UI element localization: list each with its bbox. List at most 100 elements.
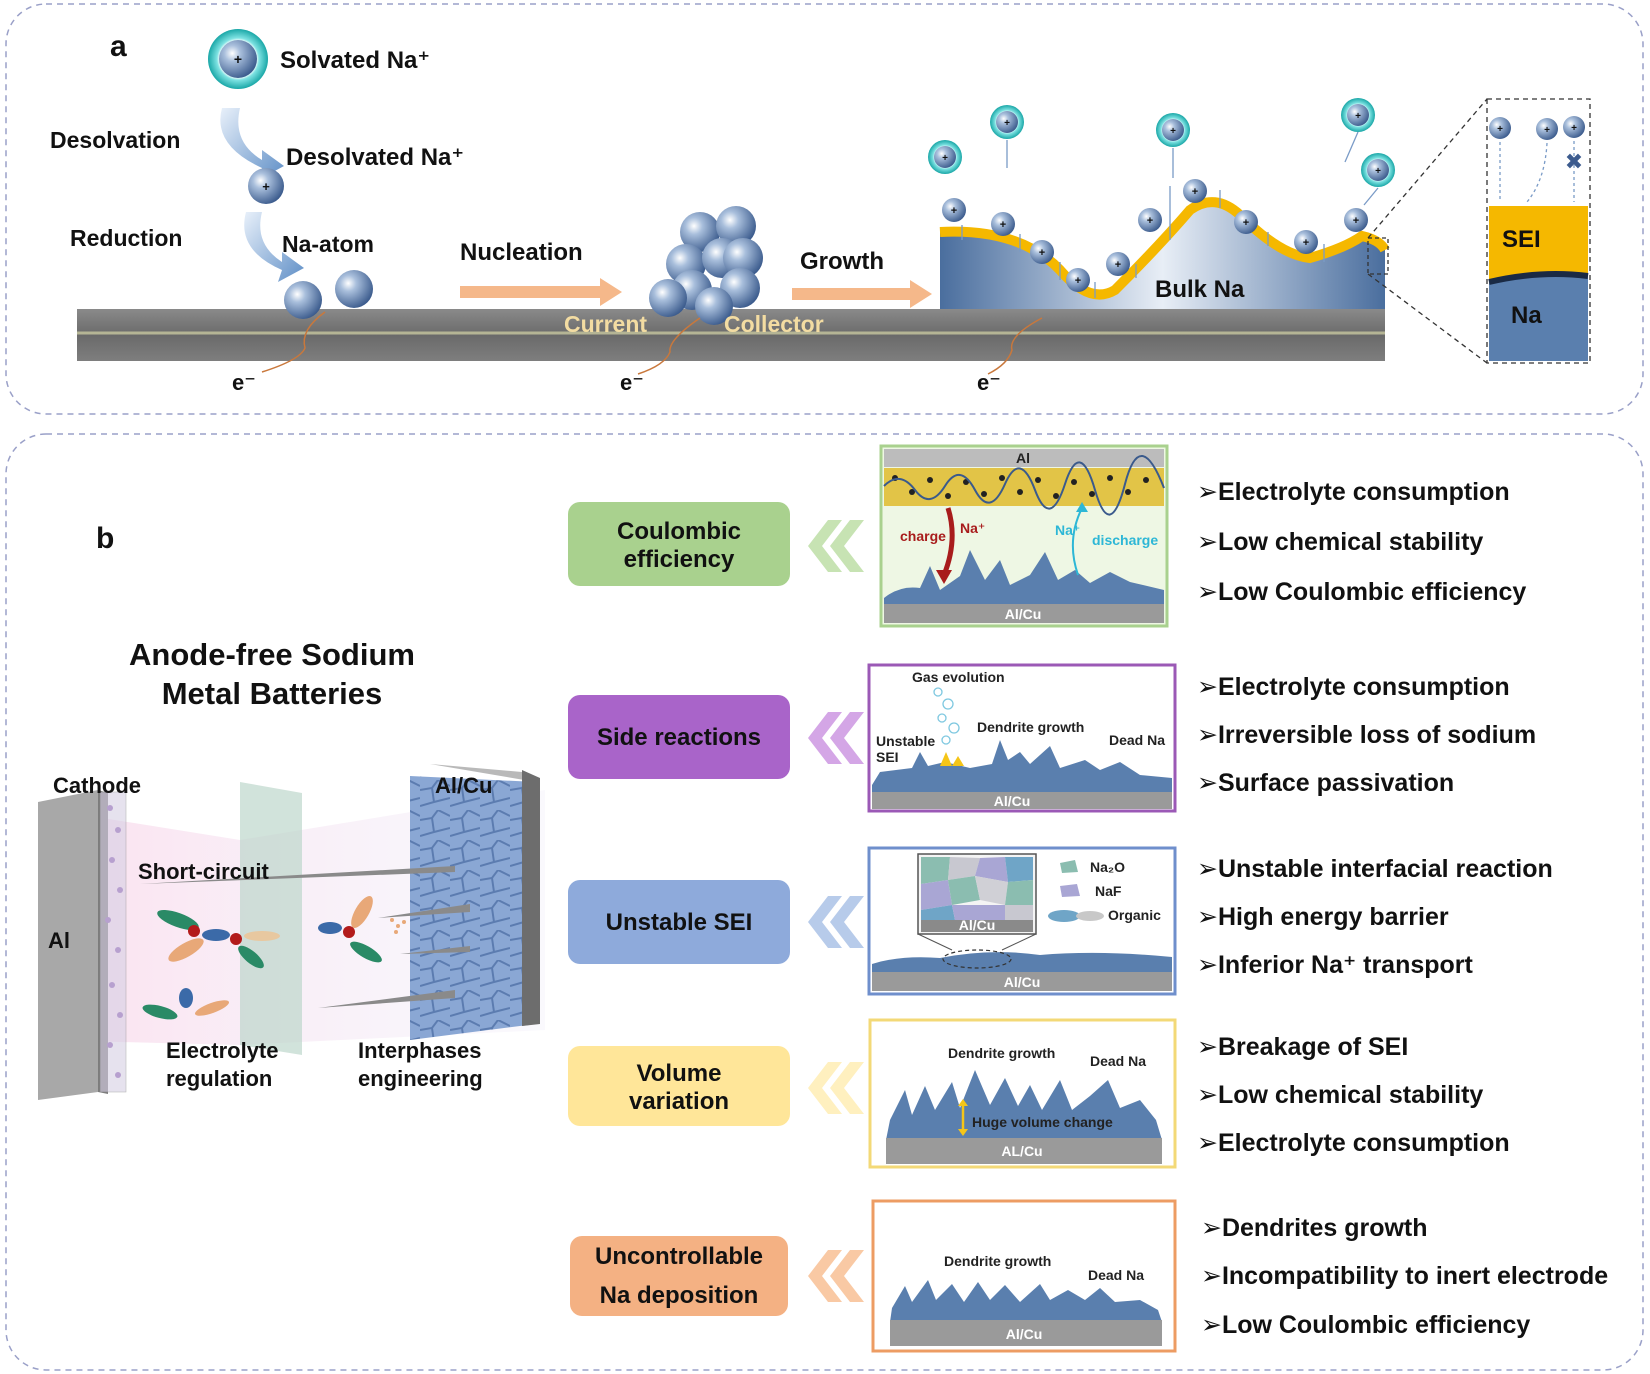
inset-bottom-label: Al/Cu (1006, 1326, 1043, 1342)
reduction-arrow (244, 212, 304, 282)
bullet-uncontrollable-3: ➢Low Coulombic efficiency (1201, 1311, 1530, 1339)
inset-bottom-label: Al/Cu (994, 793, 1031, 809)
inset-naplus-discharge-label: Na⁺ (1055, 522, 1080, 538)
growth-label: Growth (800, 248, 884, 275)
svg-text:+: + (1192, 186, 1198, 198)
collector-label: Collector (724, 311, 824, 337)
inset-bottom-label: Al/Cu (1005, 606, 1042, 622)
svg-text:+: + (1303, 237, 1309, 249)
nucleation-label: Nucleation (460, 239, 583, 266)
label-volume-2: variation (629, 1088, 729, 1115)
chevron-left-icon (808, 1062, 864, 1114)
alcu-label: Al/Cu (435, 773, 492, 798)
svg-text:+: + (942, 153, 948, 164)
panel-a-frame (5, 3, 1644, 415)
electrolyte-label-1: Electrolyte (166, 1038, 279, 1063)
zoom-inset: SEI Na + + + ✖ (1486, 98, 1591, 364)
solvated-ion: + (208, 29, 268, 89)
growth-arrow (792, 280, 932, 308)
bulk-na (940, 202, 1385, 309)
chevron-left-icon (808, 1250, 864, 1302)
svg-text:+: + (262, 179, 270, 194)
bullet-sei-3: ➢Inferior Na⁺ transport (1197, 951, 1474, 979)
inset-discharge-label: discharge (1092, 532, 1158, 548)
bullet-coulombic-3: ➢Low Coulombic efficiency (1197, 578, 1526, 606)
panel-b-title-2: Metal Batteries (162, 676, 383, 711)
inset-na2o-label: Na₂O (1090, 859, 1125, 875)
bullet-volume-3: ➢Electrolyte consumption (1197, 1129, 1510, 1157)
nucleation-arrow (460, 278, 622, 306)
ion-flux-lines (961, 131, 1379, 298)
reduction-label: Reduction (70, 225, 182, 251)
label-box-coulombic (568, 502, 790, 586)
inset-dendrite-label: Dendrite growth (944, 1253, 1051, 1269)
bulk-na-label: Bulk Na (1155, 276, 1245, 303)
bullet-sei-2: ➢High energy barrier (1197, 903, 1449, 931)
svg-text:+: + (1243, 217, 1249, 229)
row-volume-variation: Volume variation Dendrite growth Dead Na… (568, 1018, 1510, 1169)
inset-zoom-label: Al/Cu (959, 917, 996, 933)
label-side-reactions: Side reactions (597, 724, 761, 751)
inset-naf-label: NaF (1095, 883, 1122, 899)
label-coulombic-2: efficiency (624, 546, 735, 573)
svg-text:+: + (1004, 118, 1010, 129)
bullet-side-1: ➢Electrolyte consumption (1197, 673, 1510, 701)
sei-inset-label: SEI (1502, 226, 1541, 253)
electron-3: e⁻ (977, 370, 1001, 395)
inset-dead-na-label: Dead Na (1088, 1267, 1144, 1283)
electron-2: e⁻ (620, 370, 644, 395)
svg-text:+: + (1571, 123, 1577, 134)
svg-text:+: + (1000, 219, 1006, 231)
inset-top-label-al: Al (1016, 450, 1030, 466)
inset-dead-na-label: Dead Na (1109, 732, 1165, 748)
inset-organic-label: Organic (1108, 907, 1161, 923)
al-label: Al (48, 928, 70, 953)
electron-1: e⁻ (232, 370, 256, 395)
panel-b-title-1: Anode-free Sodium (129, 637, 415, 672)
current-collector (77, 309, 1385, 361)
bullet-uncontrollable-1: ➢Dendrites growth (1201, 1214, 1428, 1242)
bullet-side-2: ➢Irreversible loss of sodium (1197, 721, 1536, 749)
svg-text:+: + (951, 205, 957, 217)
bullet-coulombic-1: ➢Electrolyte consumption (1197, 478, 1510, 506)
desolvation-label: Desolvation (50, 127, 180, 153)
chevron-left-icon (808, 520, 864, 572)
svg-text:+: + (1353, 215, 1359, 227)
interphases-label-2: engineering (358, 1066, 483, 1091)
svg-text:+: + (234, 51, 242, 67)
inset-bottom-label: Al/Cu (1004, 974, 1041, 990)
electron-path-1 (261, 311, 326, 373)
inset-naplus-label: Na⁺ (960, 520, 985, 536)
label-box-side-reactions (568, 695, 790, 779)
svg-text:+: + (1544, 125, 1550, 136)
label-uncontrollable-1: Uncontrollable (595, 1243, 763, 1270)
label-volume-1: Volume (637, 1060, 722, 1087)
cathode-label: Cathode (53, 773, 141, 798)
inset-charge-label: charge (900, 528, 946, 544)
bullet-volume-2: ➢Low chemical stability (1197, 1081, 1483, 1109)
label-box-uncontrollable (570, 1236, 788, 1316)
battery-illustration (38, 764, 545, 1100)
interphases-label-1: Interphases (358, 1038, 482, 1063)
short-circuit-label: Short-circuit (138, 859, 269, 884)
inset-dead-na-label: Dead Na (1090, 1053, 1146, 1069)
inset-dendrite-label: Dendrite growth (948, 1045, 1055, 1061)
panel-a-label: a (110, 30, 127, 63)
inset-sei-label: SEI (876, 749, 899, 765)
row-unstable-sei: Unstable SEI Al/Cu Al/Cu Na₂O (568, 846, 1553, 996)
row-coulombic-efficiency: Coulombic efficiency Al Al/Cu charge Na⁺… (568, 444, 1526, 628)
panel-b-label: b (96, 522, 114, 555)
na-atom-label: Na-atom (282, 231, 374, 257)
inset-huge-volume-label: Huge volume change (972, 1114, 1113, 1130)
electron-path-3 (987, 317, 1043, 375)
row-uncontrollable-deposition: Uncontrollable Na deposition Dendrite gr… (570, 1199, 1608, 1353)
svg-text:+: + (1039, 247, 1045, 259)
label-box-unstable-sei (568, 880, 790, 964)
label-unstable-sei: Unstable SEI (606, 909, 753, 936)
desolvated-ion: + (248, 168, 284, 204)
surface-ions: + + + + + + + + + + (942, 179, 1368, 292)
inset-dendrite-label: Dendrite growth (977, 719, 1084, 735)
na-inset-label: Na (1511, 302, 1542, 329)
zoom-marker (1367, 237, 1389, 275)
